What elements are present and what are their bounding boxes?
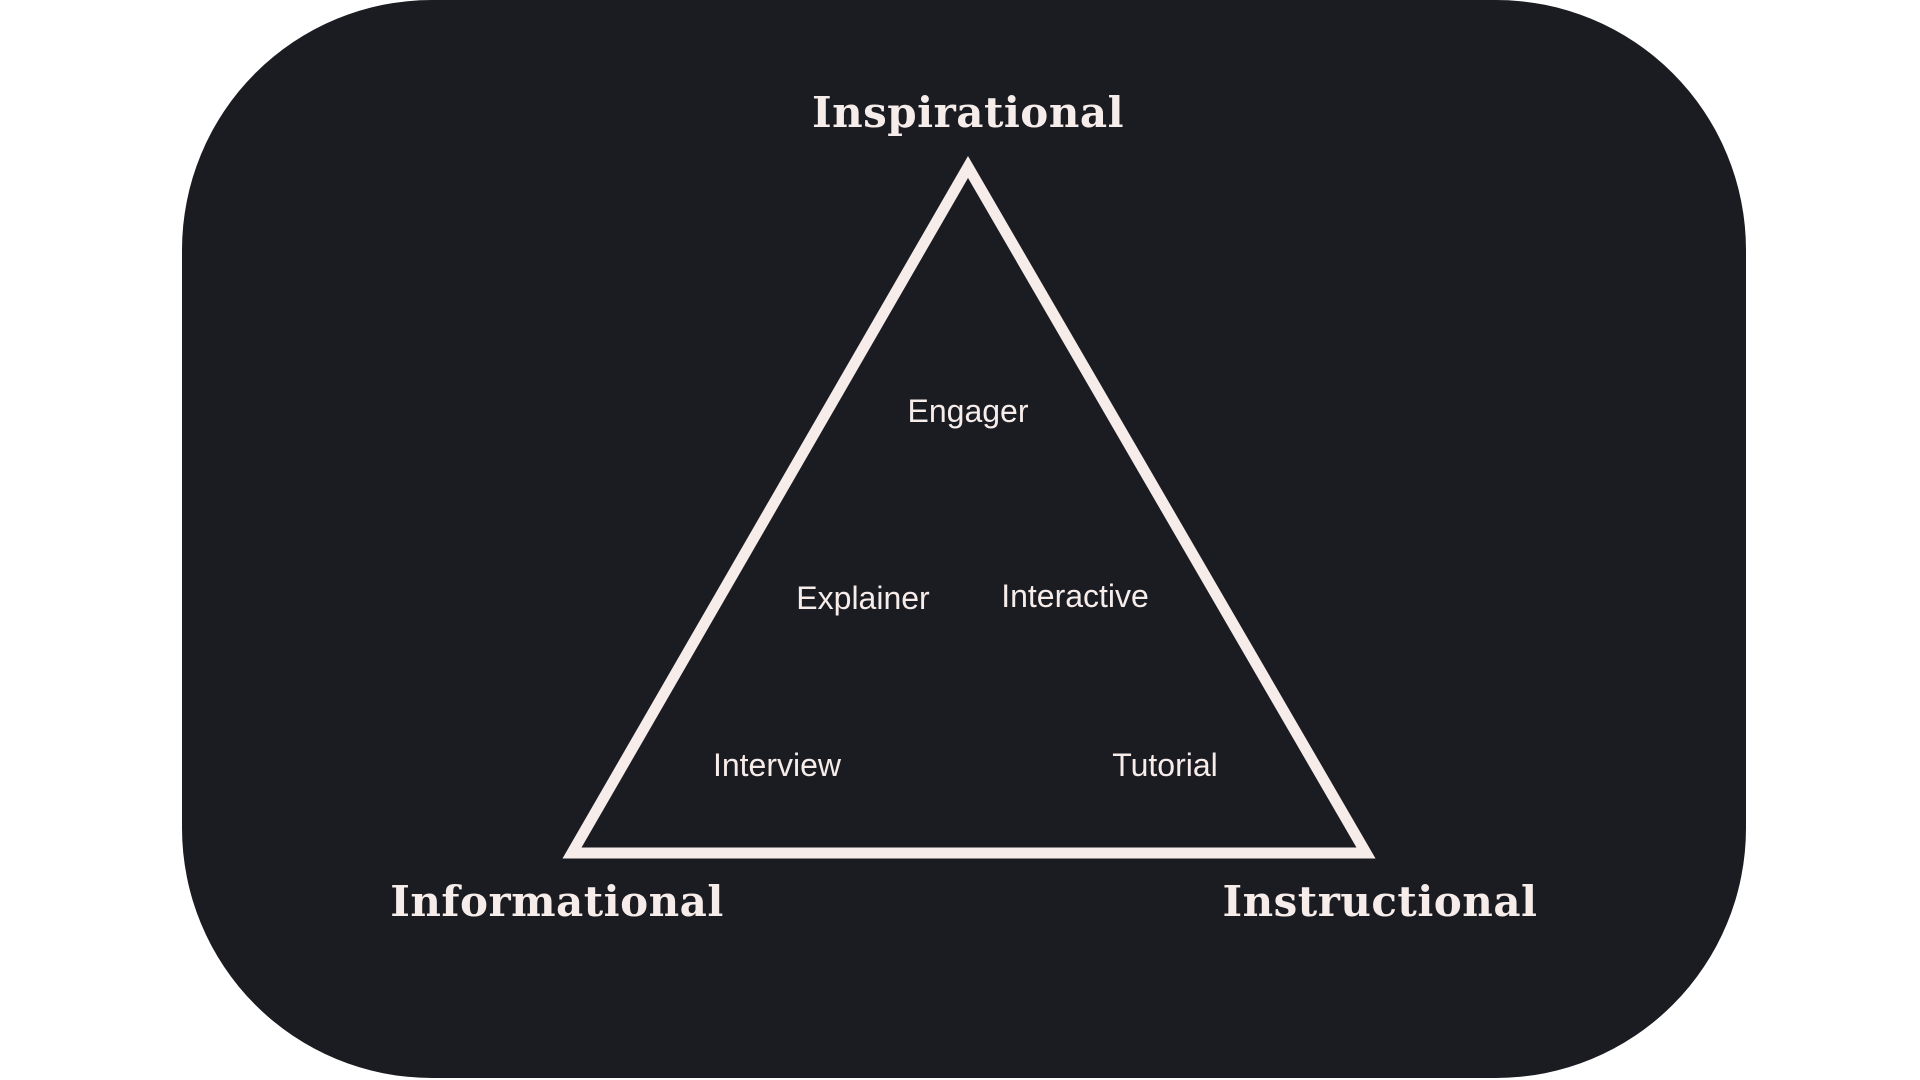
type-label-interactive: Interactive bbox=[1001, 578, 1149, 614]
corner-label-bottom-left: Informational bbox=[390, 877, 724, 926]
type-label-explainer: Explainer bbox=[796, 580, 930, 616]
type-label-interview: Interview bbox=[713, 747, 842, 783]
corner-label-bottom-right: Instructional bbox=[1222, 877, 1537, 926]
triangle-outline bbox=[562, 156, 1376, 859]
type-label-tutorial: Tutorial bbox=[1112, 747, 1218, 783]
type-label-engager: Engager bbox=[908, 393, 1029, 429]
corner-label-top: Inspirational bbox=[812, 88, 1124, 137]
